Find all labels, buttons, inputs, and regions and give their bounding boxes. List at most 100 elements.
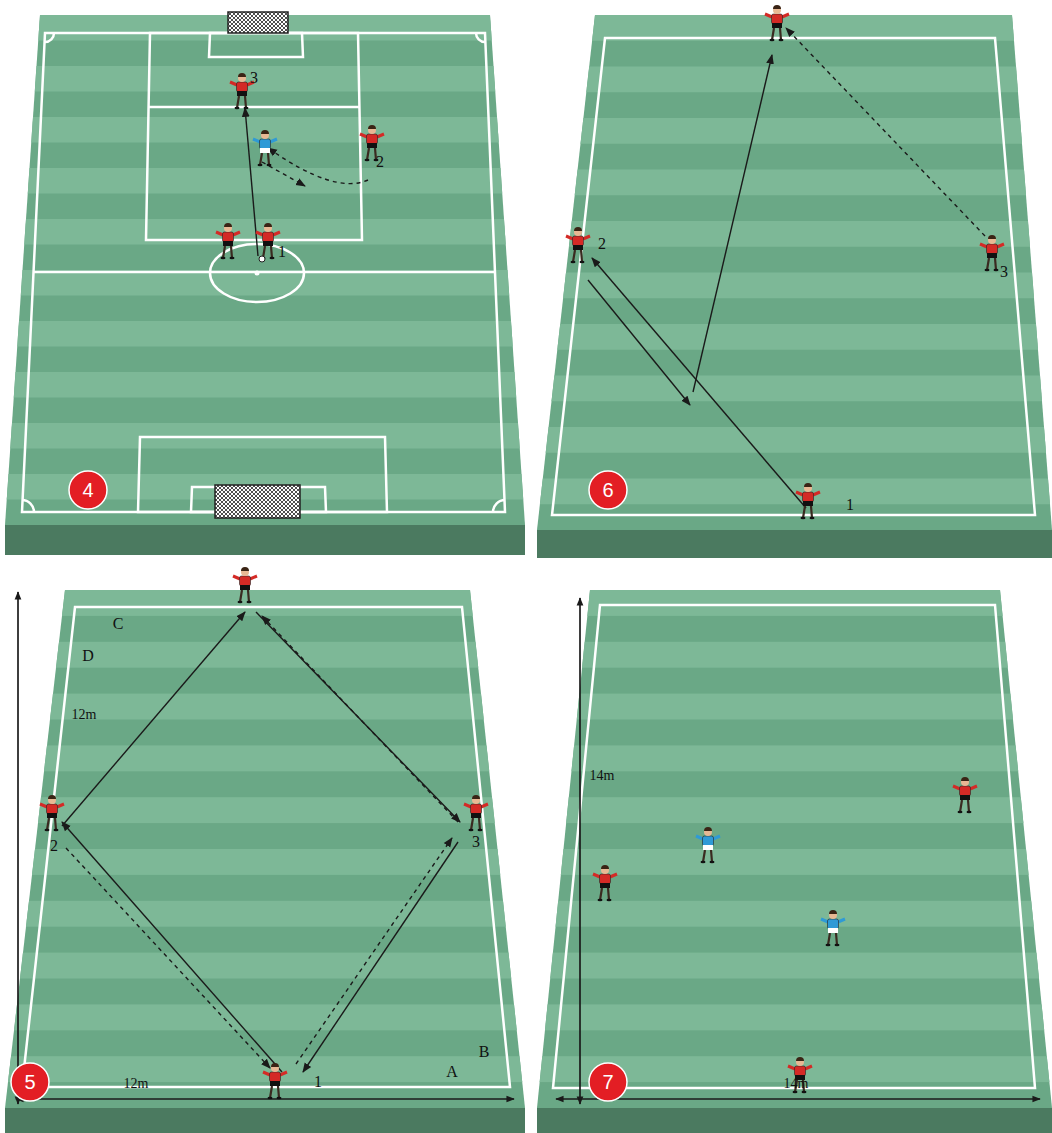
dimension-arrow — [556, 1098, 1040, 1099]
player-number: 1 — [278, 244, 286, 260]
pass-arrow — [588, 280, 690, 405]
pass-arrow — [592, 258, 806, 508]
grass-stripe — [0, 953, 1052, 979]
pitch-grass — [0, 590, 1052, 1108]
grass-stripe — [0, 324, 1052, 350]
grass-stripe — [0, 694, 1052, 720]
team-player — [256, 223, 280, 259]
pitch-boundary — [22, 607, 510, 1087]
grass-stripe — [0, 590, 1052, 616]
run-arrow — [262, 616, 458, 822]
opponent-player — [253, 130, 277, 166]
run-arrow — [66, 848, 270, 1068]
grass-stripe — [0, 1056, 1052, 1082]
grass-stripe — [0, 745, 1052, 771]
grass-stripe — [0, 849, 1052, 875]
run-arrow — [268, 148, 368, 184]
grass-stripe — [0, 67, 1052, 93]
opponent-player — [696, 827, 720, 863]
grass-ground — [0, 590, 1052, 1108]
grass-stripe — [0, 797, 1052, 823]
dimension-arrow — [17, 592, 18, 1104]
panel-number: 5 — [24, 1072, 35, 1092]
zone-letter: B — [479, 1044, 490, 1060]
team-player — [796, 483, 820, 519]
corner-arc — [45, 33, 54, 42]
pitch-base — [5, 525, 525, 555]
centre-circle — [210, 244, 304, 302]
grass-stripe — [0, 1056, 1052, 1082]
pitch-base — [5, 1108, 525, 1133]
player-number: 3 — [1000, 264, 1008, 280]
dimension-lines — [16, 592, 1040, 1104]
opponent-player — [821, 910, 845, 946]
zone-letter: C — [113, 616, 124, 632]
panel-number: 4 — [82, 480, 93, 500]
goal-net — [228, 12, 288, 33]
player-number: 3 — [250, 70, 258, 86]
dimension-label: 12m — [72, 708, 97, 722]
dimension-label: 12m — [124, 1077, 149, 1091]
grass-stripe — [0, 590, 1052, 616]
movement-arrows — [62, 28, 985, 1072]
dimension-arrow — [16, 1098, 514, 1099]
grass-stripe — [0, 427, 1052, 453]
grass-stripe — [0, 170, 1052, 196]
dimension-arrow — [16, 1098, 514, 1099]
corner-arc — [476, 33, 485, 42]
panel-number-badge: 5 — [10, 1062, 50, 1102]
goal-area — [209, 33, 303, 57]
run-arrow — [296, 838, 452, 1064]
team-player — [216, 223, 240, 259]
grass-stripe — [0, 66, 1052, 92]
pass-arrow — [62, 822, 282, 1072]
dimension-arrow — [17, 592, 18, 1104]
grass-stripe — [0, 1004, 1052, 1030]
zone-letter: D — [82, 648, 94, 664]
team-player — [233, 567, 257, 603]
player-number: 2 — [50, 838, 58, 854]
ball — [259, 256, 265, 262]
pass-arrow — [245, 108, 258, 256]
pass-arrow — [256, 612, 460, 822]
grass-stripe — [0, 376, 1052, 402]
corner-arc — [493, 500, 505, 512]
dimension-label: 14m — [590, 769, 615, 783]
player-number: 3 — [472, 834, 480, 850]
panel-number: 6 — [602, 480, 613, 500]
pitch-boundary — [22, 33, 505, 512]
player-number: 1 — [846, 497, 854, 513]
grass-stripe — [0, 15, 1052, 41]
penalty-line — [148, 106, 360, 109]
pass-arrow — [303, 842, 458, 1072]
run-arrow — [262, 162, 305, 186]
pitch-base — [537, 1108, 1052, 1133]
grass-stripe — [0, 479, 1052, 505]
pitch-base — [537, 530, 1052, 558]
grass-stripe — [0, 118, 1052, 144]
grass-stripe — [0, 642, 1052, 668]
pitch-boundary — [552, 38, 1035, 515]
corner-arc — [22, 500, 34, 512]
player-number: 2 — [598, 236, 606, 252]
dimension-arrow — [556, 1098, 1040, 1099]
grass-stripe — [0, 694, 1052, 720]
pitch-grass — [0, 15, 1052, 530]
pitch-grass — [0, 590, 1052, 1108]
team-player — [464, 795, 488, 831]
pitch-lines — [22, 33, 1035, 1088]
pitch-boundary — [553, 605, 1035, 1088]
grass-stripe — [0, 901, 1052, 927]
grass-stripe — [0, 953, 1052, 979]
pass-arrow — [62, 612, 245, 826]
team-player — [40, 795, 64, 831]
panel-number-badge: 6 — [588, 470, 628, 510]
halfway-line — [34, 271, 495, 274]
grass-stripe — [0, 745, 1052, 771]
grass-ground — [0, 590, 1052, 1108]
team-player — [566, 227, 590, 263]
team-player — [953, 777, 977, 813]
dimension-label: 14m — [784, 1077, 809, 1091]
panel-number-badge: 4 — [68, 470, 108, 510]
